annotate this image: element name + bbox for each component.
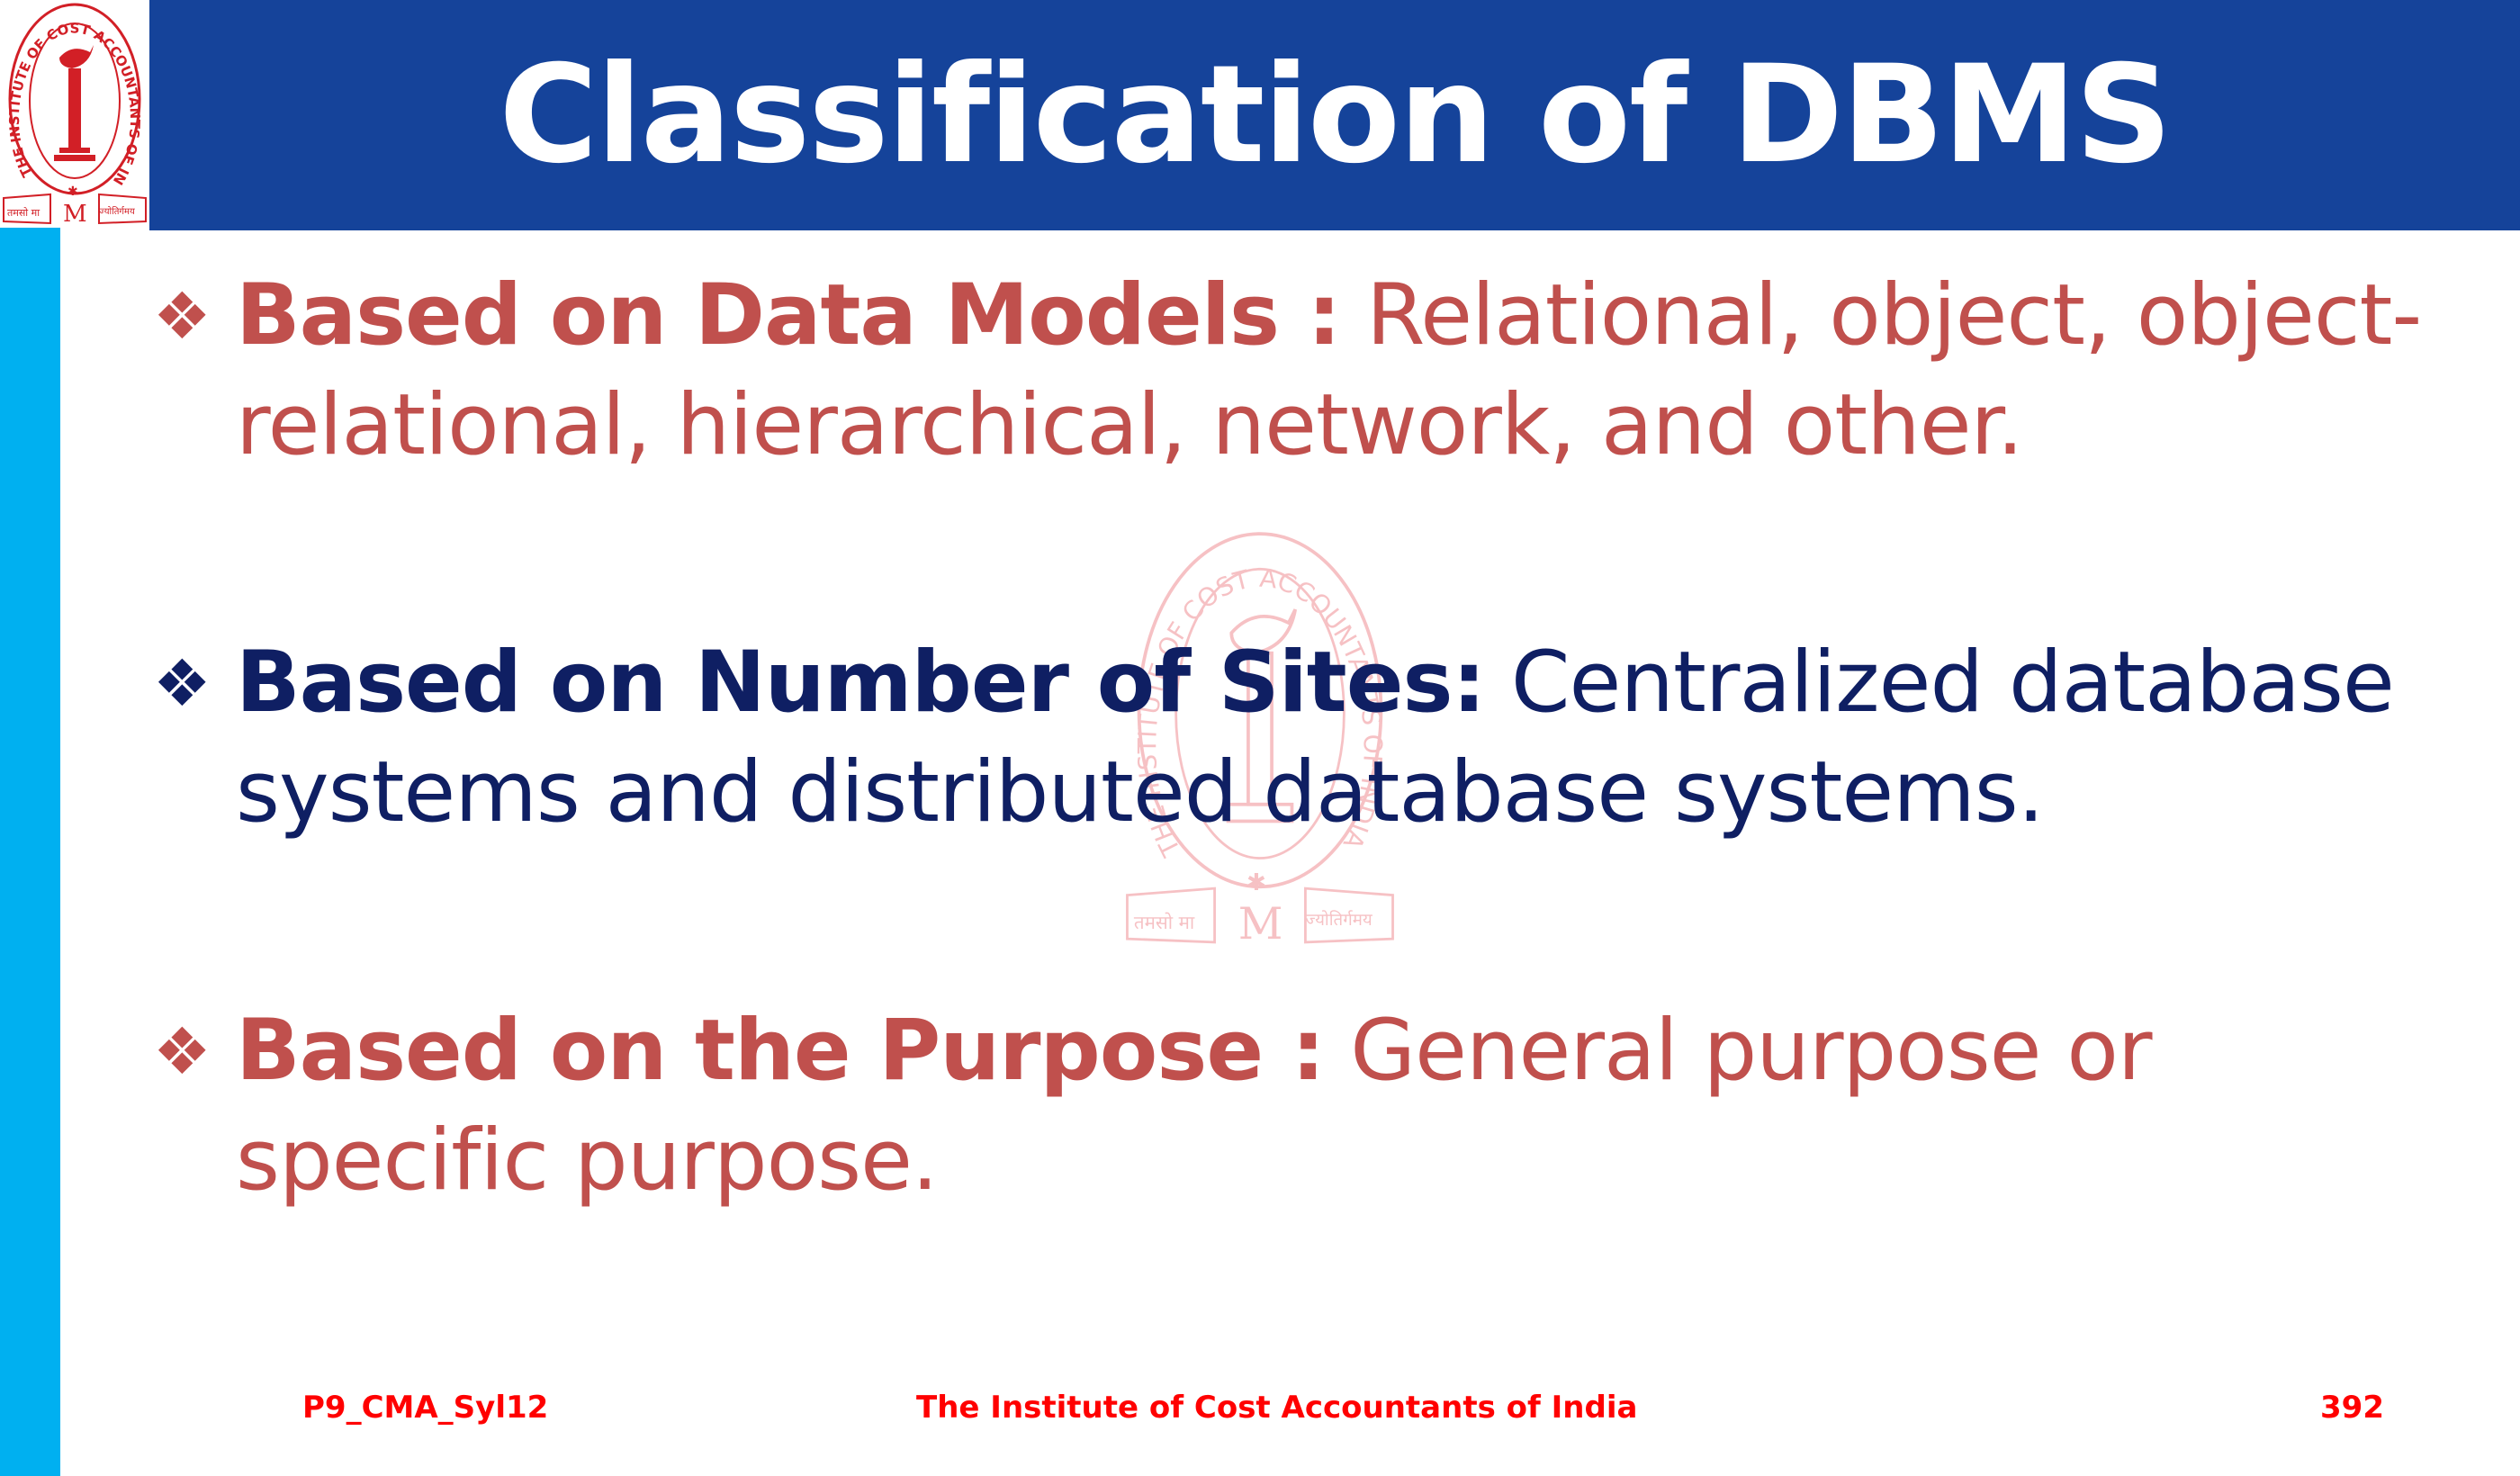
bullet-heading: Based on Number of Sites: bbox=[236, 634, 1486, 732]
bullet-heading: Based on Data Models : bbox=[236, 266, 1341, 364]
svg-text:M: M bbox=[1238, 899, 1283, 950]
bullet-heading: Based on the Purpose : bbox=[236, 1002, 1325, 1100]
footer-course-code: P9_CMA_Syl12 bbox=[302, 1390, 549, 1426]
footer-institute-name: The Institute of Cost Accountants of Ind… bbox=[916, 1390, 1638, 1426]
bullet-text-continued: relational, hierarchical, network, and o… bbox=[236, 376, 2023, 474]
bullet-number-of-sites: ❖ Based on Number of Sites: Centralized … bbox=[153, 628, 2395, 848]
diamond-bullet-icon: ❖ bbox=[153, 645, 212, 721]
bullet-data-models: ❖ Based on Data Models : Relational, obj… bbox=[153, 261, 2422, 481]
footer-page-number: 392 bbox=[2320, 1390, 2384, 1426]
bullet-text-continued: specific purpose. bbox=[236, 1112, 939, 1210]
institute-seal-watermark: THE INSTITUTE OF COST ACCOUNTANTS OF IND… bbox=[1120, 518, 1400, 958]
svg-text:ज्योतिर्गमय: ज्योतिर्गमय bbox=[1305, 910, 1372, 930]
svg-text:ज्योतिर्गमय: ज्योतिर्गमय bbox=[99, 206, 135, 217]
svg-text:✱: ✱ bbox=[1246, 869, 1266, 896]
bullet-text: Centralized database bbox=[1485, 634, 2395, 732]
institute-logo: THE INSTITUTE OF COST ACCOUNTANTS OF IND… bbox=[0, 0, 149, 228]
diamond-bullet-icon: ❖ bbox=[153, 1013, 212, 1089]
diamond-bullet-icon: ❖ bbox=[153, 278, 212, 354]
svg-text:तमसो मा: तमसो मा bbox=[7, 207, 40, 219]
bullet-purpose: ❖ Based on the Purpose : General purpose… bbox=[153, 996, 2153, 1216]
side-accent-strip bbox=[0, 228, 60, 1476]
bullet-text: General purpose or bbox=[1324, 1002, 2152, 1100]
svg-text:✱: ✱ bbox=[68, 184, 78, 199]
slide-title: Classification of DBMS bbox=[499, 37, 2172, 194]
svg-text:तमसो मा: तमसो मा bbox=[1134, 912, 1195, 933]
title-bar bbox=[149, 0, 2520, 230]
bullet-text-continued: systems and distributed database systems… bbox=[236, 743, 2045, 842]
svg-text:M: M bbox=[63, 201, 87, 228]
bullet-text: Relational, object, object- bbox=[1340, 266, 2422, 364]
